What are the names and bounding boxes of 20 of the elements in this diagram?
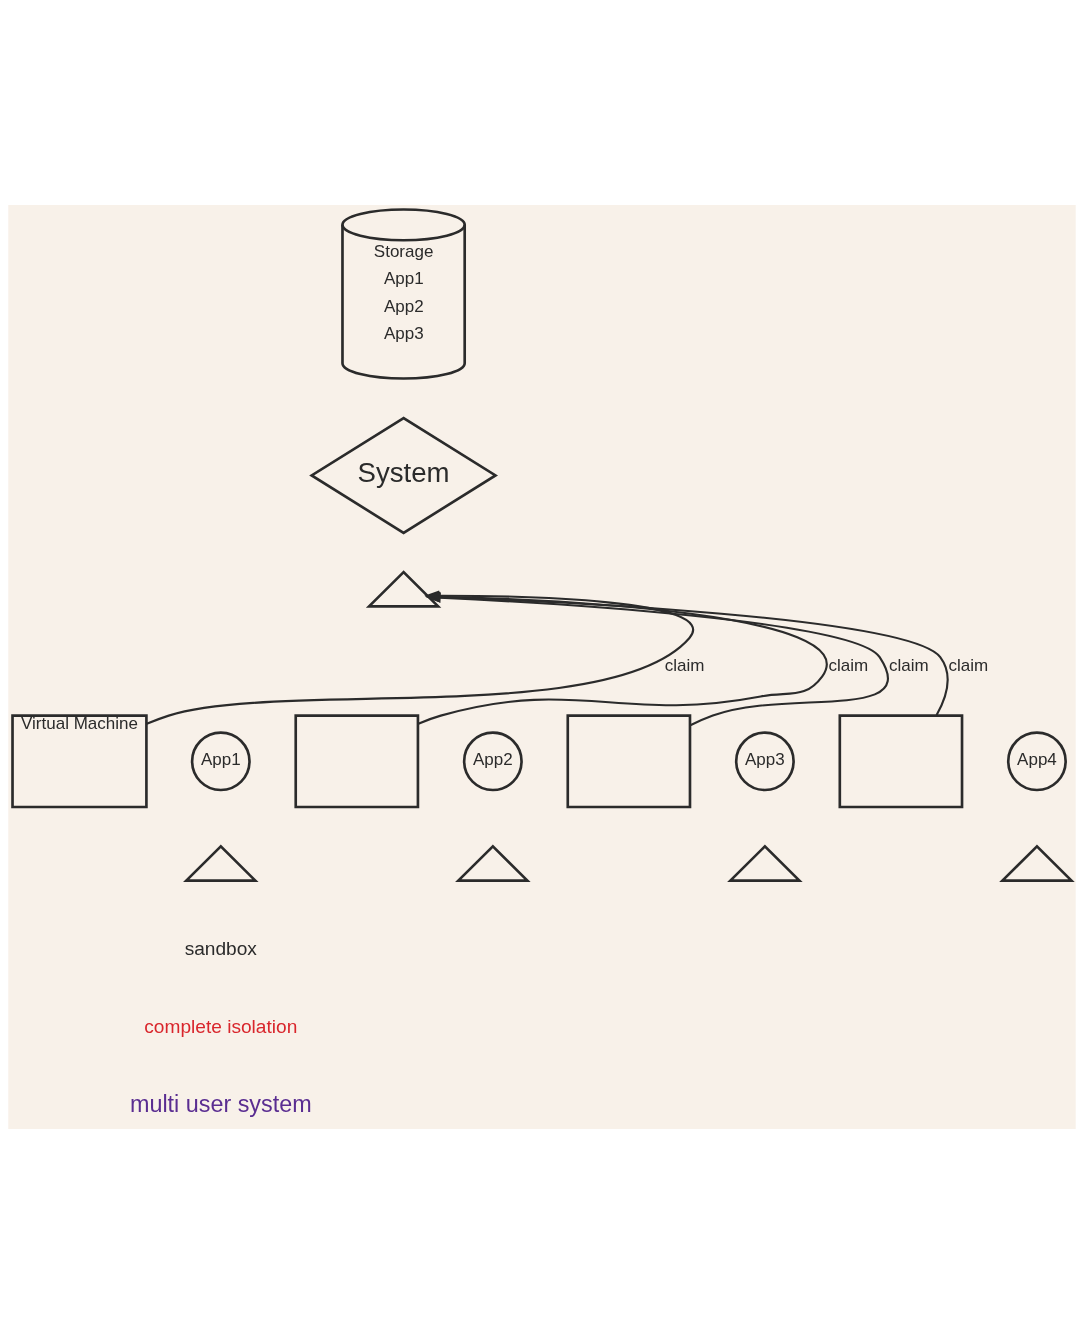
edge-label: claim — [664, 655, 705, 675]
node-circle: App2 — [462, 731, 523, 792]
node-box — [838, 714, 964, 809]
node-box — [294, 714, 420, 809]
node-circle: App4 — [1006, 731, 1067, 792]
label: multi user system — [129, 1090, 312, 1117]
node-circle: App1 — [190, 731, 251, 792]
node-triangle — [999, 844, 1075, 882]
edge-label: claim — [948, 655, 989, 675]
label: complete isolation — [144, 1015, 298, 1037]
node-circle: App3 — [734, 731, 795, 792]
node-triangle — [183, 844, 259, 882]
node-diamond: System — [309, 416, 499, 535]
edge-label: claim — [828, 655, 869, 675]
node-box — [566, 714, 692, 809]
node-triangle — [727, 844, 803, 882]
label: sandbox — [184, 938, 257, 960]
edge-label: claim — [889, 655, 929, 675]
node-box: Virtual Machine — [11, 714, 148, 809]
node-triangle — [455, 844, 531, 882]
